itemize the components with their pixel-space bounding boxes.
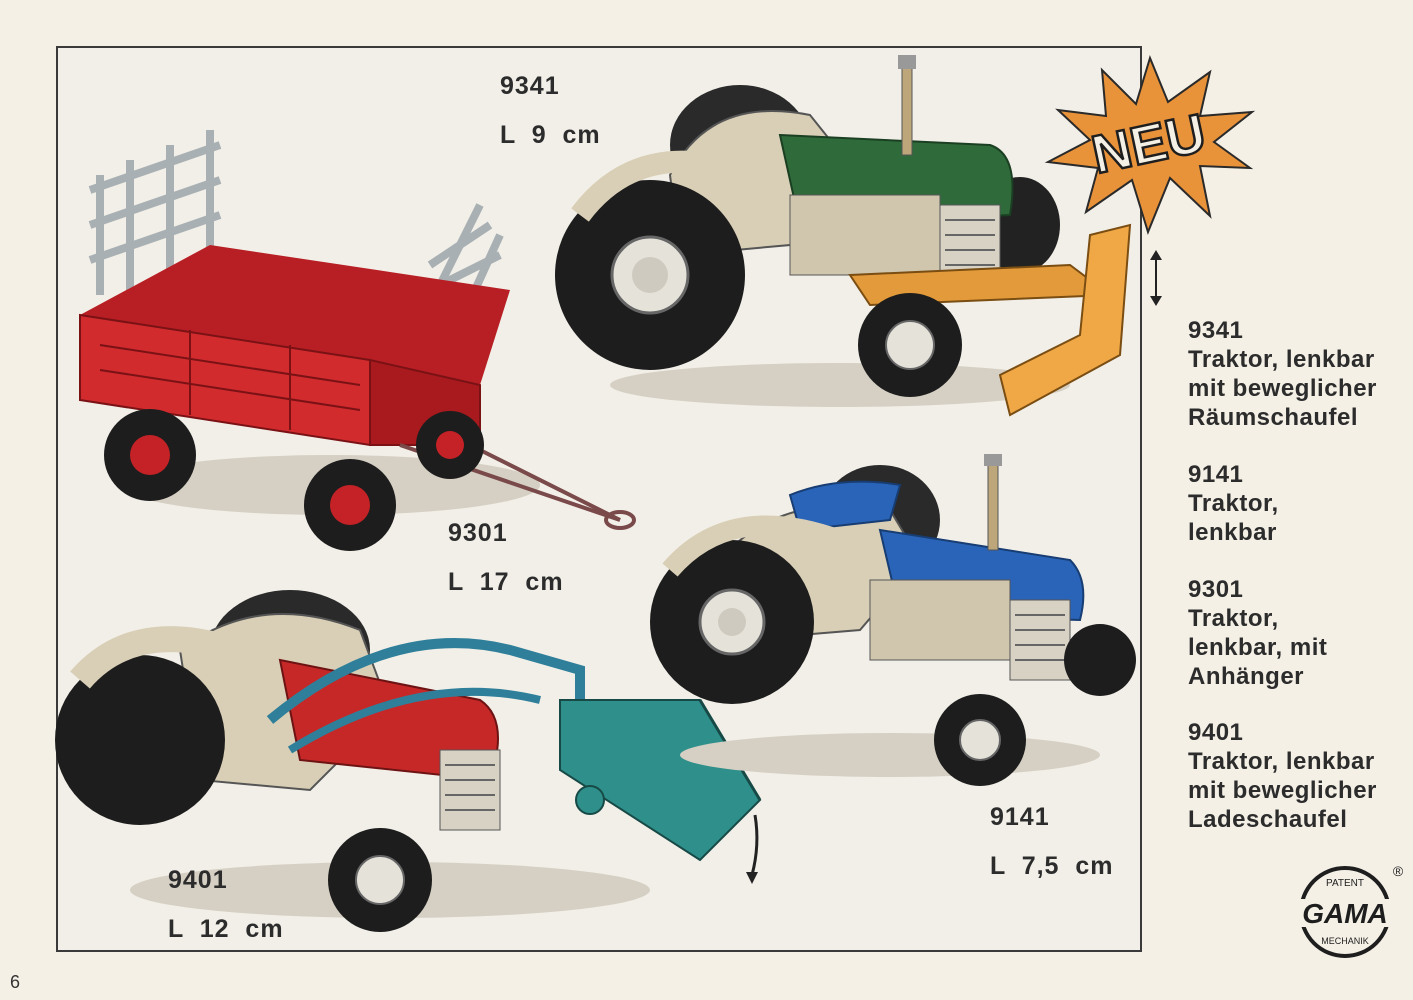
logo-top-text: PATENT <box>1326 878 1364 889</box>
star-burst-shape <box>1044 55 1256 235</box>
desc-9341-line: mit beweglicher <box>1188 375 1377 402</box>
label-9341-code: 9341 <box>500 72 560 100</box>
gama-logo: PATENT GAMA MECHANIK ® <box>1290 863 1410 958</box>
desc-9341: 9341 Traktor, lenkbar mit beweglicher Rä… <box>1188 316 1377 432</box>
logo-registered-mark: ® <box>1393 863 1404 879</box>
logo-name-text: GAMA <box>1302 898 1388 929</box>
desc-9141-line: Traktor, <box>1188 490 1279 517</box>
desc-9141-code: 9141 <box>1188 461 1244 488</box>
label-9301-code: 9301 <box>448 519 508 547</box>
blade-arrow-icon <box>1150 250 1162 306</box>
trailer-9301-illustration <box>79 130 636 551</box>
tractor-9401-illustration <box>55 590 762 932</box>
desc-9401-code: 9401 <box>1188 719 1244 746</box>
desc-9341-line: Räumschaufel <box>1188 404 1359 431</box>
label-9401-length: L 12 cm <box>168 915 284 943</box>
desc-9401-line: mit beweglicher <box>1188 777 1377 804</box>
desc-9141-line: lenkbar <box>1188 519 1277 546</box>
tractor-9341-illustration <box>555 55 1132 417</box>
desc-9301-line: Traktor, <box>1188 605 1279 632</box>
logo-bottom-text: MECHANIK <box>1321 936 1369 946</box>
label-9341-length: L 9 cm <box>500 121 601 149</box>
desc-9401-line: Traktor, lenkbar <box>1188 748 1375 775</box>
label-9401-code: 9401 <box>168 866 228 894</box>
desc-9401: 9401 Traktor, lenkbar mit beweglicher La… <box>1188 718 1377 834</box>
desc-9141: 9141 Traktor, lenkbar <box>1188 460 1279 547</box>
desc-9301-line: Anhänger <box>1188 663 1305 690</box>
page-number: 6 <box>10 972 21 992</box>
tractor-9141-illustration <box>650 454 1136 786</box>
label-9141-code: 9141 <box>990 803 1050 831</box>
label-9141-length: L 7,5 cm <box>990 852 1114 880</box>
neu-badge: NEU <box>1044 55 1256 235</box>
desc-9341-code: 9341 <box>1188 317 1244 344</box>
desc-9301-code: 9301 <box>1188 576 1244 603</box>
label-9301-length: L 17 cm <box>448 568 564 596</box>
desc-9341-line: Traktor, lenkbar <box>1188 346 1375 373</box>
desc-9301: 9301 Traktor, lenkbar, mit Anhänger <box>1188 575 1327 691</box>
desc-9301-line: lenkbar, mit <box>1188 634 1328 661</box>
desc-9401-line: Ladeschaufel <box>1188 806 1348 833</box>
